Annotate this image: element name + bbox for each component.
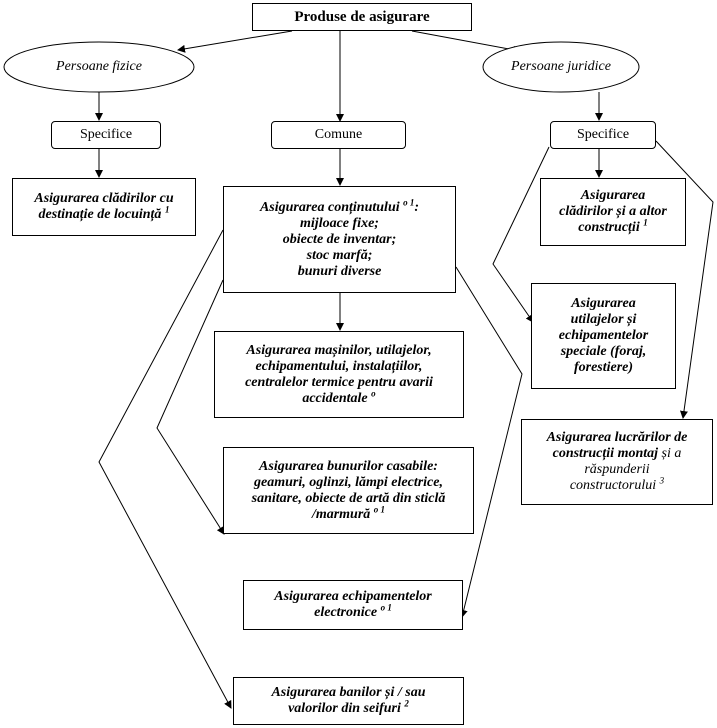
- arrow-continut-electronice: [455, 266, 523, 618]
- ellipse-persoane-fizice: [3, 41, 195, 93]
- product-casabile-mark: o 1: [373, 503, 386, 514]
- category-persoane-juridice: Persoane juridice: [483, 42, 639, 92]
- product-utilaje-speciale-text: Asigurarea utilajelor și echipamentelor …: [558, 296, 649, 375]
- arrow-root-fizice: [177, 30, 293, 53]
- arrow-continut-bani: [98, 229, 232, 709]
- arrow-continut-casabile: [156, 279, 225, 535]
- category-fizice-label: Persoane fizice: [56, 59, 142, 74]
- product-electronice-mark: o 1: [380, 602, 392, 613]
- product-cladiri-locuinta-text: Asigurarea clădirilor cu destinație de l…: [34, 191, 174, 222]
- category-juridice-label: Persoane juridice: [511, 59, 611, 74]
- product-lucrari-text-italic-2: răspunderii constructorului: [569, 462, 657, 493]
- product-bani-mark: 2: [404, 698, 409, 709]
- root-label: Produse de asigurare: [294, 9, 430, 25]
- product-cladiri-constructii-text: Asigurarea clădirilor și a altor constru…: [559, 188, 667, 235]
- category-persoane-fizice: Persoane fizice: [4, 42, 194, 92]
- product-cladiri-locuinta-mark: 1: [164, 204, 170, 215]
- product-cladiri-constructii-mark: 1: [643, 217, 648, 228]
- product-electronice-text: Asigurarea echipamentelor electronice: [274, 589, 432, 620]
- group-specifice-juridice-label: Specifice: [576, 127, 630, 142]
- product-continut: Asigurarea conținutului o 1: mijloace fi…: [223, 186, 456, 293]
- product-casabile-text: Asigurarea bunurilor casabile: geamuri, …: [251, 458, 446, 522]
- group-comune-label: Comune: [314, 127, 363, 142]
- group-specifice-fizice: Specifice: [51, 121, 161, 149]
- root-box: Produse de asigurare: [252, 3, 472, 31]
- ellipse-persoane-juridice: [482, 41, 640, 93]
- arrow-specifice-lucrari: [655, 140, 714, 419]
- product-lucrari-mark: 3: [659, 475, 665, 486]
- product-continut-mark: o 1: [403, 196, 415, 207]
- product-masini: Asigurarea mașinilor, utilajelor, echipa…: [214, 331, 464, 418]
- product-continut-list: mijloace fixe; obiecte de inventar; stoc…: [282, 215, 397, 279]
- product-continut-colon: :: [414, 199, 420, 215]
- product-lucrari-text-bold: Asigurarea lucrărilor de construcții mon…: [546, 430, 688, 461]
- product-bani-text: Asigurarea banilor și / sau valorilor di…: [271, 685, 426, 716]
- arrow-specifice-utilaje: [492, 146, 550, 323]
- product-cladiri-constructii: Asigurarea clădirilor și a altor constru…: [540, 178, 686, 246]
- group-specifice-juridice: Specifice: [550, 121, 656, 149]
- group-specifice-fizice-label: Specifice: [79, 127, 133, 142]
- product-bani: Asigurarea banilor și / sau valorilor di…: [233, 677, 464, 725]
- arrow-root-juridice: [411, 30, 521, 54]
- product-masini-mark: o: [371, 387, 376, 398]
- group-comune: Comune: [271, 121, 406, 149]
- product-utilaje-speciale: Asigurarea utilajelor și echipamentelor …: [531, 283, 676, 389]
- product-cladiri-locuinta: Asigurarea clădirilor cu destinație de l…: [12, 178, 196, 236]
- product-casabile: Asigurarea bunurilor casabile: geamuri, …: [223, 447, 474, 534]
- product-lucrari-text-italic-1: și a: [658, 446, 682, 461]
- product-lucrari: Asigurarea lucrărilor de construcții mon…: [521, 419, 713, 505]
- product-continut-text: Asigurarea conținutului: [259, 199, 400, 215]
- product-masini-text: Asigurarea mașinilor, utilajelor, echipa…: [245, 342, 433, 406]
- product-electronice: Asigurarea echipamentelor electronice o …: [243, 580, 463, 630]
